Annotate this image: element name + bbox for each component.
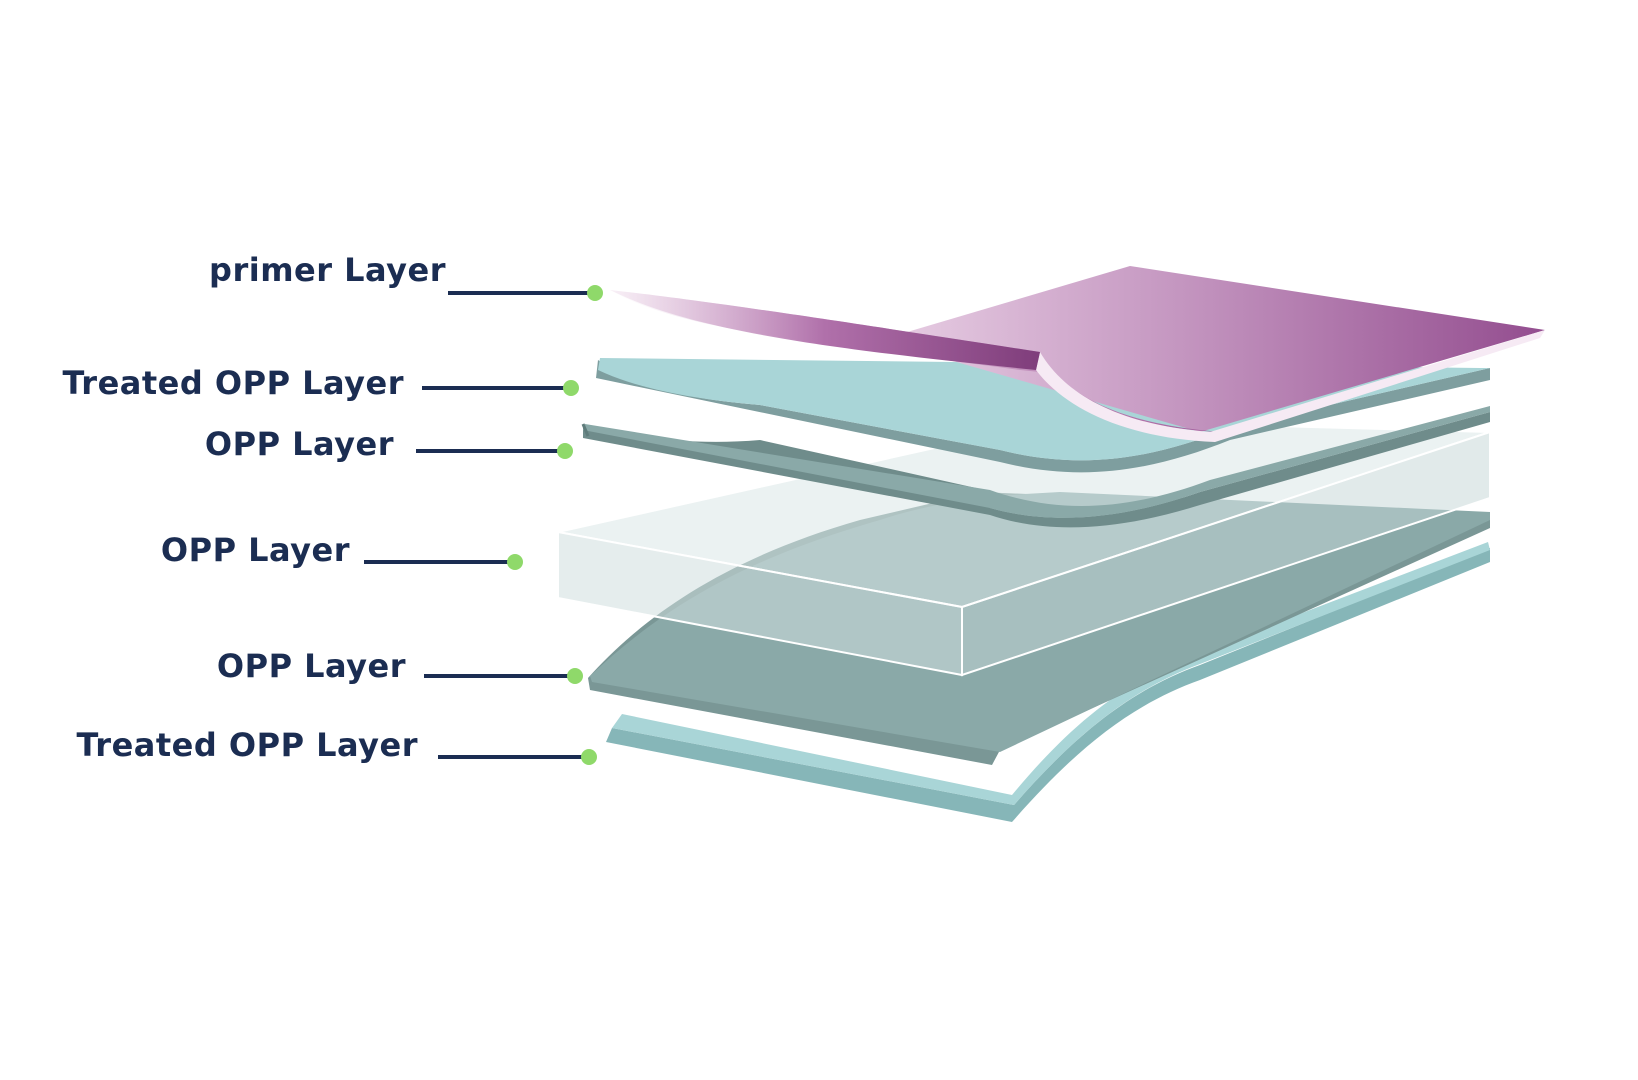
marker-dot-1 xyxy=(587,285,603,301)
upper-opp-layer-shape xyxy=(581,406,1490,528)
marker-dot-3 xyxy=(557,443,573,459)
bottom-treated-opp-layer-label: Treated OPP Layer xyxy=(76,726,418,764)
primer-layer-shape xyxy=(610,266,1545,442)
lower-opp-layer-label: OPP Layer xyxy=(216,647,406,685)
primer-layer-label: primer Layer xyxy=(209,251,446,289)
clear-opp-layer-label: OPP Layer xyxy=(160,531,350,569)
marker-dot-6 xyxy=(581,749,597,765)
marker-dot-4 xyxy=(507,554,523,570)
bottom-treated-opp-layer-shape xyxy=(606,542,1490,822)
marker-dot-5 xyxy=(567,668,583,684)
leader-lines xyxy=(364,285,603,765)
upper-opp-layer-label: OPP Layer xyxy=(204,425,394,463)
upper-treated-opp-layer-label: Treated OPP Layer xyxy=(62,364,404,402)
marker-dot-2 xyxy=(563,380,579,396)
